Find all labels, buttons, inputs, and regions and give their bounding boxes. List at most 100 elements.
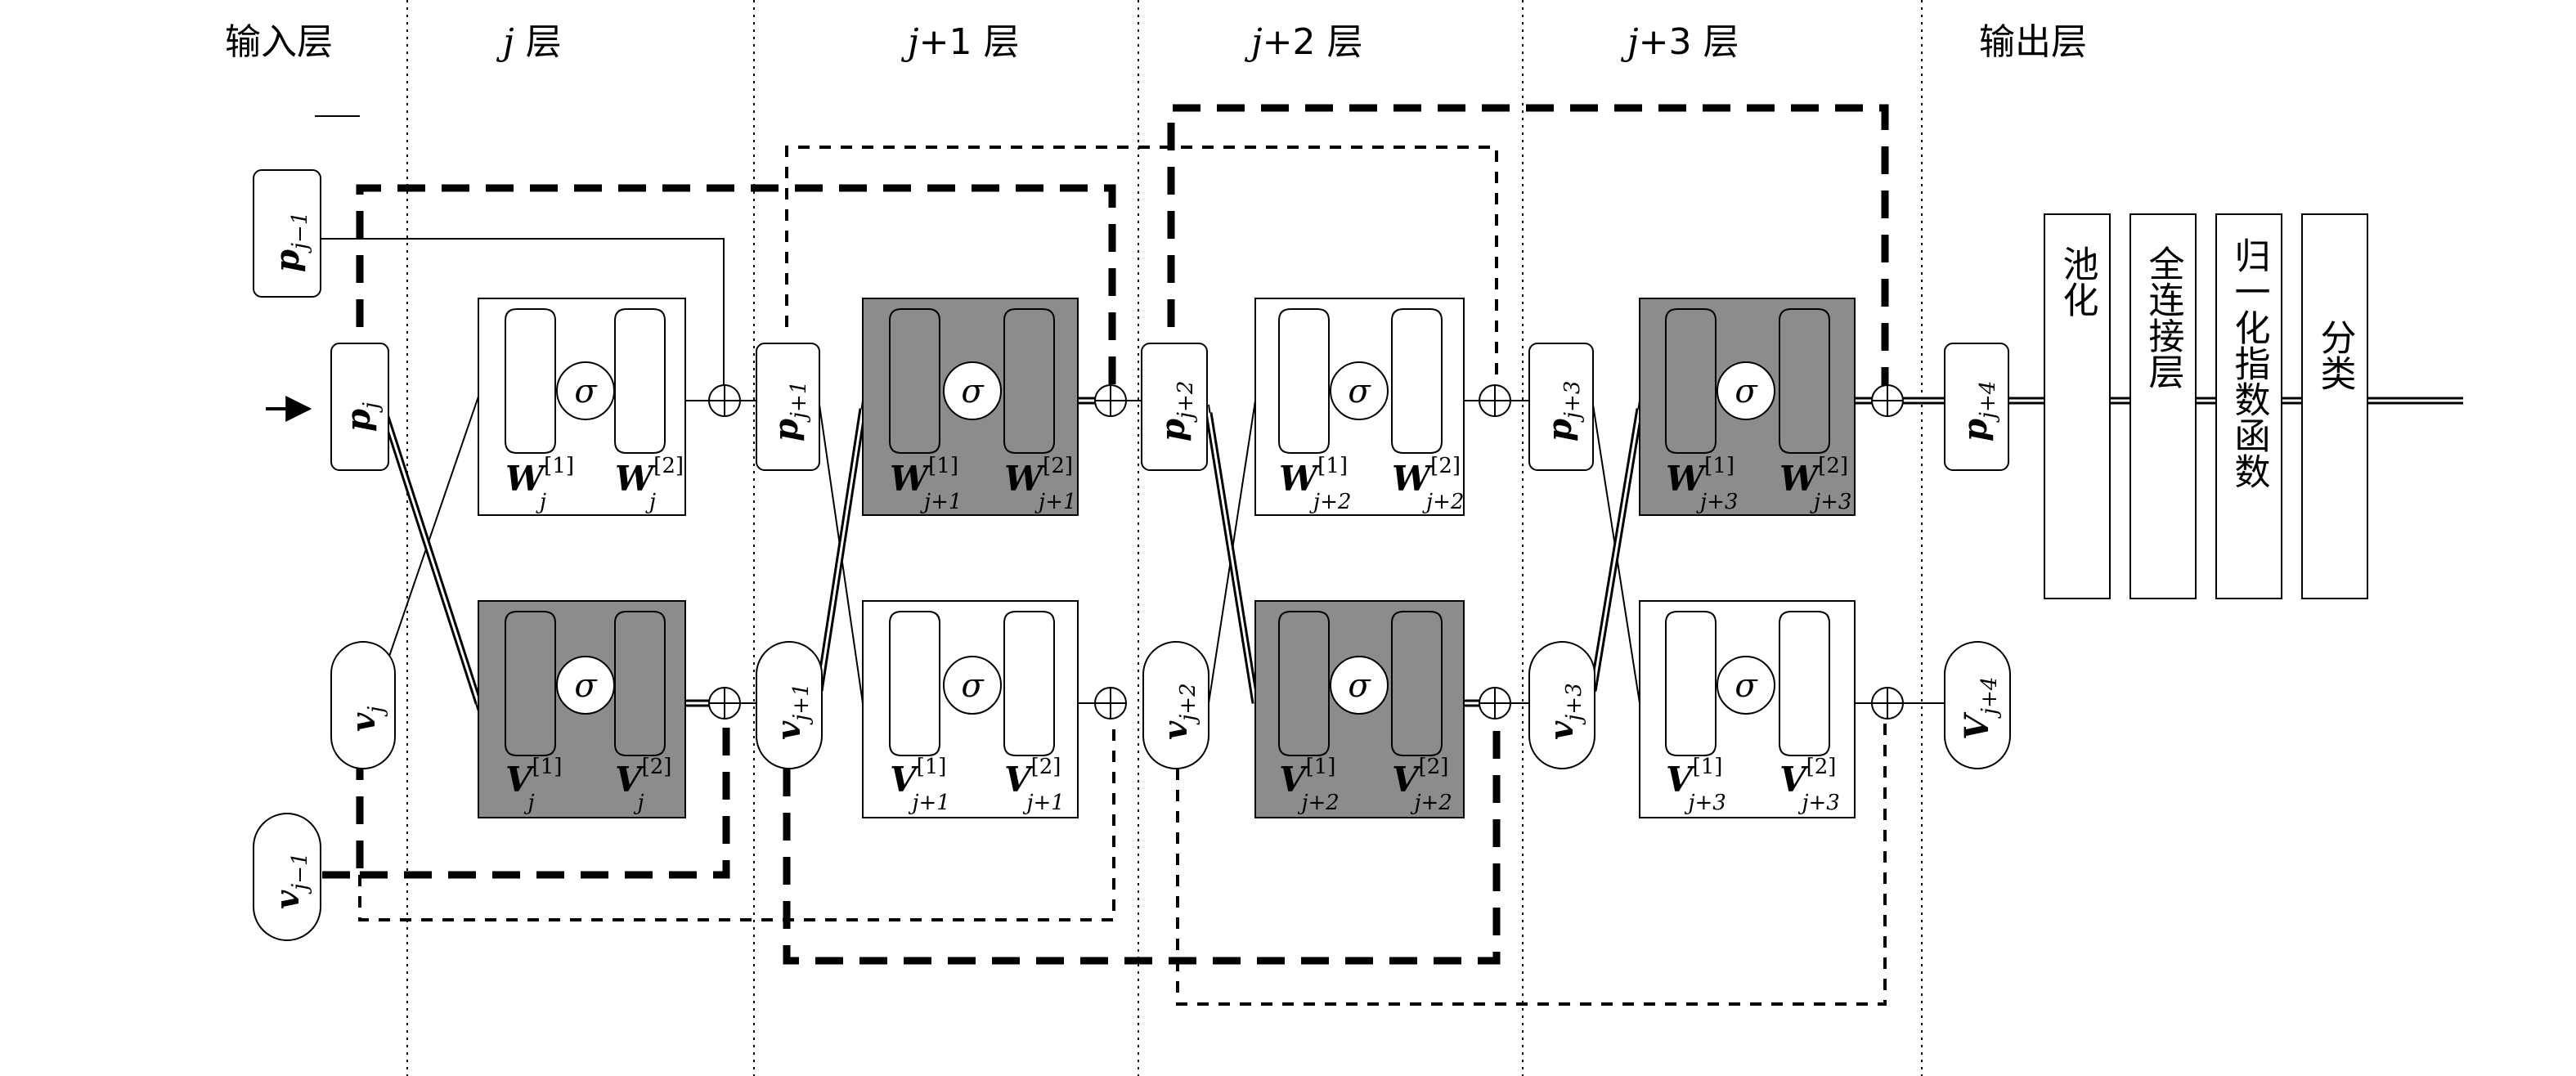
block-v-j3: σ V[1]j+3 V[2]j+3 — [1639, 600, 1856, 818]
node-v-prev: vj−1 — [253, 813, 321, 941]
column-headers: 输入层 j 层 j+1 层 j+2 层 j+3 层 输出层 — [225, 21, 2087, 63]
stage-softmax-label: 归一化指数函数 — [2228, 237, 2270, 489]
sigma-label: σ — [961, 667, 985, 705]
node-label: vj−1 — [268, 852, 312, 909]
sigma-label: σ — [1348, 667, 1371, 705]
stage-classification-label: 分类 — [2314, 319, 2356, 391]
plus-circle-icon — [1094, 687, 1127, 720]
sigma-label: σ — [574, 373, 598, 410]
weight-layer-2 — [1391, 611, 1443, 756]
node-p-j2: pj+2 — [1141, 343, 1208, 471]
weight-label-1: V[1]j+3 — [1666, 755, 1726, 815]
node-p-j: pj — [330, 343, 389, 471]
header-input-layer: 输入层 — [225, 21, 333, 63]
plus-circle-icon — [1479, 384, 1511, 417]
block-v-j2: σ V[1]j+2 V[2]j+2 — [1254, 600, 1465, 818]
node-v-j: vj — [330, 641, 396, 769]
boundary-a-top — [356, 184, 1116, 401]
weight-label-2: W[2]j — [615, 454, 684, 514]
weight-layer-1 — [889, 611, 940, 756]
connection-p-prev — [321, 238, 725, 388]
stage-classification — [2301, 213, 2368, 599]
node-p-j4: pj+4 — [1944, 343, 2009, 471]
stage-softmax — [2215, 213, 2282, 599]
block-w-j: σ W[1]j W[2]j — [478, 298, 686, 516]
plus-circle-icon — [1871, 687, 1904, 720]
weight-label-2: W[2]j+1 — [1004, 454, 1076, 514]
activation-circle — [943, 656, 1002, 715]
weight-layer-2 — [1779, 308, 1830, 454]
node-label: vj — [344, 706, 388, 732]
weight-label-1: V[1]j+1 — [890, 755, 950, 815]
sigma-label: σ — [1348, 373, 1371, 410]
plus-circle-icon — [708, 687, 741, 720]
node-p-prev: pj−1 — [253, 169, 321, 298]
node-label: vj+1 — [770, 683, 814, 740]
activation-circle — [556, 656, 615, 715]
node-p-j1: pj+1 — [756, 343, 820, 471]
activation-circle — [1717, 361, 1775, 420]
block-v-j: σ V[1]j V[2]j — [478, 600, 686, 818]
node-p-j3: pj+3 — [1528, 343, 1594, 471]
weight-layer-2 — [1391, 308, 1443, 454]
header-layer-j: j 层 — [496, 21, 562, 63]
weight-layer-1 — [505, 308, 556, 454]
weight-label-2: V[2]j+3 — [1779, 755, 1840, 815]
cross-j-b — [384, 396, 479, 671]
weight-label-1: W[1]j+1 — [890, 454, 962, 514]
node-label: pj+2 — [1154, 381, 1198, 442]
node-label: pj — [339, 402, 384, 432]
weight-layer-2 — [1003, 308, 1055, 454]
boundary-b-top — [785, 146, 1498, 384]
stage-fully-connected-label: 全连接层 — [2143, 245, 2184, 389]
stage-fully-connected — [2129, 213, 2197, 599]
weight-layer-2 — [1003, 611, 1055, 756]
node-label: Vj+4 — [1958, 677, 2002, 740]
activation-circle — [1330, 361, 1389, 420]
skip-j3-inner — [1591, 408, 1641, 692]
sum-nodes — [708, 384, 1904, 720]
boundary-b-bottom — [358, 720, 1115, 921]
block-w-j3: σ W[1]j+3 W[2]j+3 — [1639, 298, 1856, 516]
node-v-j1: vj+1 — [756, 641, 823, 769]
header-output-layer: 输出层 — [1979, 21, 2087, 63]
plus-circle-icon — [1094, 384, 1127, 417]
node-v-j3: vj+3 — [1528, 641, 1595, 769]
weight-label-1: W[1]j+2 — [1279, 454, 1351, 514]
header-layer-j2: j+2 层 — [1244, 21, 1363, 63]
node-label: pj−1 — [268, 212, 312, 272]
skip-j2-inner — [1207, 412, 1257, 704]
block-v-j1: σ V[1]j+1 V[2]j+1 — [862, 600, 1079, 818]
weight-label-2: V[2]j+1 — [1004, 755, 1065, 815]
plus-circle-icon — [1871, 384, 1904, 417]
boundary-d-bottom — [1176, 720, 1887, 1006]
skip-j1-inner — [818, 408, 864, 692]
node-label: vj+3 — [1542, 683, 1586, 740]
weight-layer-1 — [1665, 611, 1717, 756]
weight-layer-1 — [505, 611, 556, 756]
weight-layer-2 — [614, 308, 666, 454]
boundary-c-top — [1167, 104, 1889, 401]
activation-circle — [556, 361, 615, 420]
header-layer-j3: j+3 层 — [1620, 21, 1739, 63]
block-w-j1: σ W[1]j+1 W[2]j+1 — [862, 298, 1079, 516]
node-label: pj+3 — [1541, 381, 1585, 442]
weight-label-1: W[1]j — [505, 454, 574, 514]
block-w-j2: σ W[1]j+2 W[2]j+2 — [1254, 298, 1465, 516]
weight-layer-1 — [889, 308, 940, 454]
weight-layer-2 — [614, 611, 666, 756]
weight-layer-1 — [1278, 611, 1330, 756]
node-label: vj+2 — [1156, 683, 1200, 740]
sigma-label: σ — [1735, 667, 1758, 705]
stage-pooling — [2044, 213, 2111, 599]
skip-j-inner — [384, 416, 480, 704]
weight-label-1: V[1]j — [505, 755, 562, 815]
boundary-c-bottom — [783, 720, 1501, 965]
weight-label-1: W[1]j+3 — [1666, 454, 1738, 514]
activation-circle — [1717, 656, 1775, 715]
weight-label-2: W[2]j+3 — [1779, 454, 1851, 514]
header-layer-j1: j+1 层 — [900, 21, 1020, 63]
weight-layer-1 — [1665, 308, 1717, 454]
weight-label-2: W[2]j+2 — [1392, 454, 1464, 514]
